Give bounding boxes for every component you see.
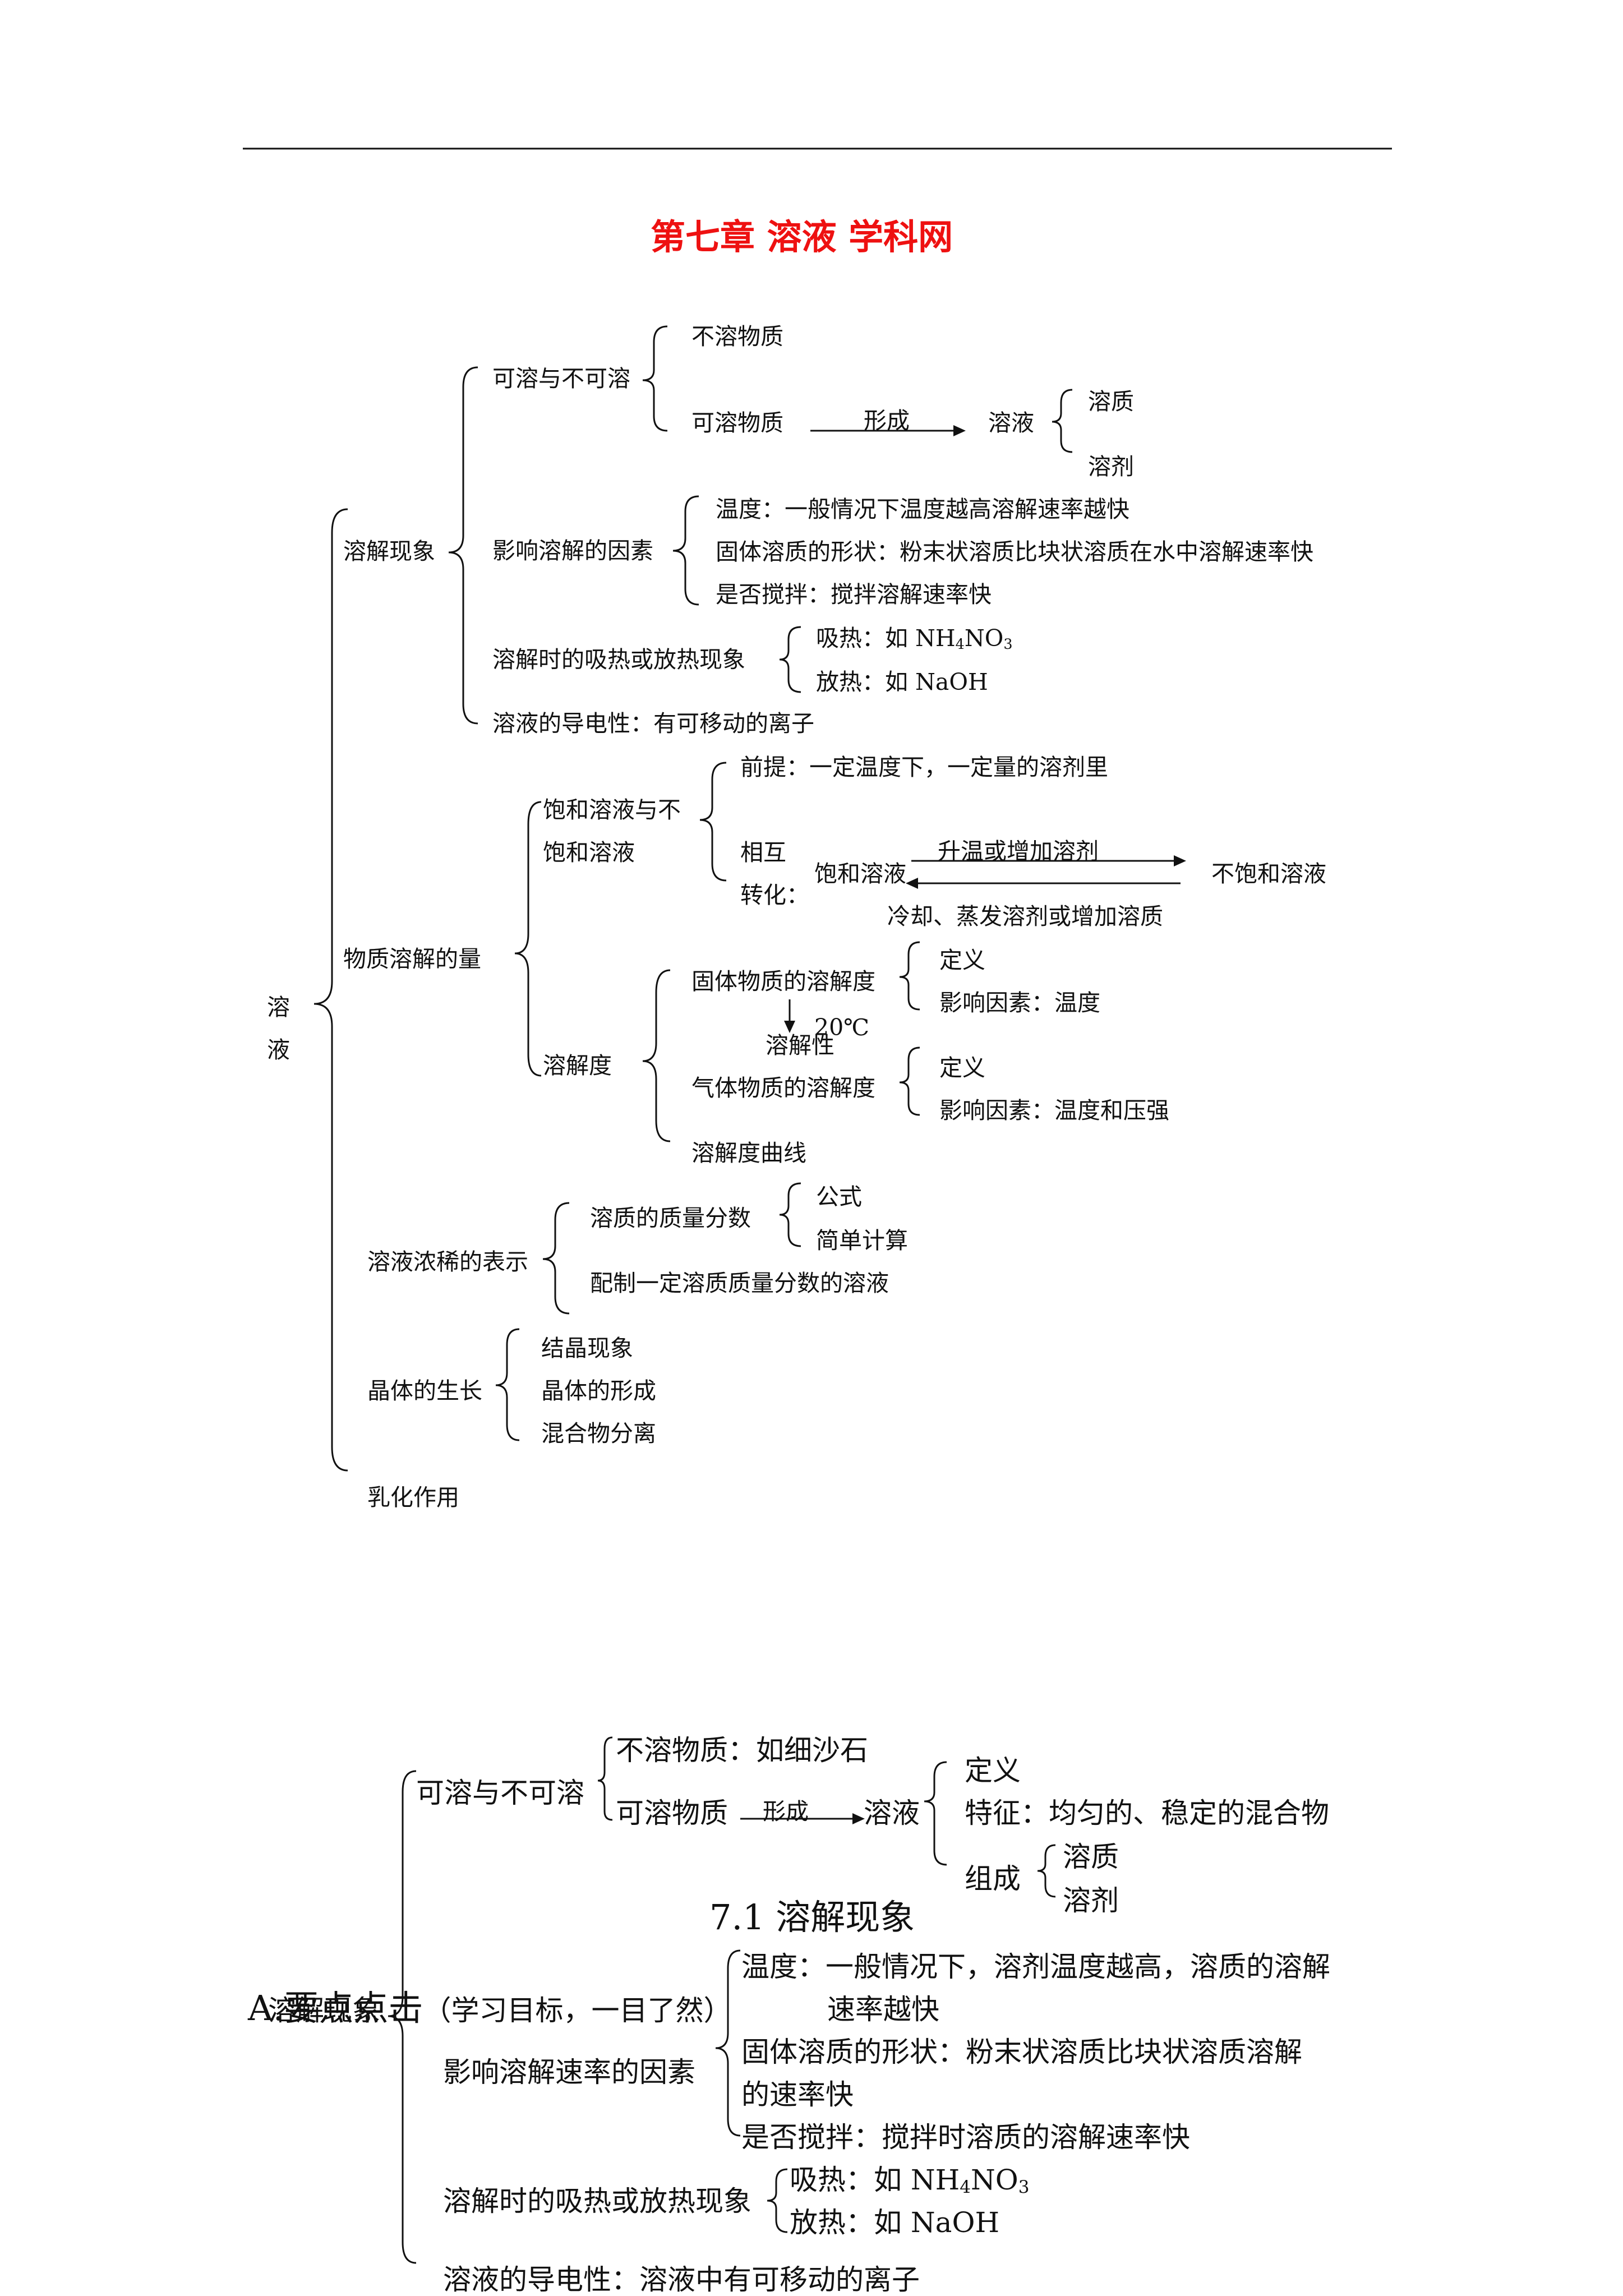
map1-prepare-solution: 配制一定溶质质量分数的溶液 — [590, 1270, 889, 1297]
bracket2-root — [388, 1770, 417, 2264]
map1-crystallization: 结晶现象 — [541, 1335, 633, 1362]
map2-solution-definition: 定义 — [965, 1754, 1021, 1787]
section-heading: 7.1 溶解现象 — [709, 1897, 915, 1938]
map1-solute: 溶质 — [1088, 388, 1134, 415]
bracket-factors — [672, 495, 699, 606]
map1-node-dissolution: 溶解现象 — [343, 538, 435, 565]
map2-node-rate: 影响溶解速率的因素 — [443, 2056, 695, 2088]
map1-solubility-curve: 溶解度曲线 — [691, 1140, 806, 1167]
map1-sat-unsaturated: 不饱和溶液 — [1211, 860, 1326, 887]
map1-node-soluble: 可溶与不可溶 — [492, 365, 630, 392]
map1-saturated-line2: 饱和溶液 — [543, 839, 635, 866]
map2-rate-stir: 是否搅拌：搅拌时溶质的溶解速率快 — [741, 2121, 1190, 2154]
bracket2-soluble — [597, 1736, 613, 1821]
bracket2-solution — [924, 1761, 947, 1866]
map1-heat-release: 放热：如 NaOH — [816, 668, 988, 695]
bracket-heat — [779, 626, 801, 693]
bracket-solid-solubility — [899, 941, 920, 1011]
map1-node-factors: 影响溶解的因素 — [492, 537, 653, 564]
bracket-soluble — [642, 325, 668, 432]
map1-simple-calc: 简单计算 — [816, 1227, 908, 1254]
arrow-up-head — [1174, 855, 1186, 866]
map1-factor-shape: 固体溶质的形状：粉末状溶质比块状溶质在水中溶解速率快 — [716, 538, 1313, 565]
map1-formula: 公式 — [816, 1183, 862, 1210]
bracket-solution — [1052, 389, 1073, 453]
map1-node-crystal: 晶体的生长 — [367, 1377, 482, 1404]
map2-solution-composition: 组成 — [965, 1862, 1021, 1895]
map1-sat-up-label: 升温或增加溶剂 — [938, 838, 1099, 865]
map2-form-label: 形成 — [763, 1798, 809, 1825]
bracket-dissolution — [448, 366, 478, 725]
bracket-amount — [514, 801, 542, 1077]
map1-solubility-property: 溶解性 — [766, 1032, 834, 1059]
arrow-20c-head — [784, 1021, 795, 1033]
bracket2-rate — [715, 1949, 741, 2137]
map1-form-label: 形成 — [864, 407, 910, 434]
map1-mixture-separation: 混合物分离 — [541, 1420, 656, 1447]
map1-mass-fraction: 溶质的质量分数 — [590, 1205, 751, 1232]
map1-sat-mutual-1: 相互 — [740, 839, 786, 866]
map2-solution-feature: 特征：均匀的、稳定的混合物 — [965, 1797, 1329, 1829]
map2-heat-absorb: 吸热：如 NH4NO3 — [790, 2164, 1030, 2198]
map2-solvent: 溶剂 — [1063, 1884, 1119, 1917]
map1-saturated-line1: 饱和溶液与不 — [543, 796, 681, 823]
bracket-root — [313, 508, 348, 1472]
map1-gas-definition: 定义 — [939, 1054, 985, 1081]
map1-solid-factor: 影响因素：温度 — [939, 989, 1100, 1016]
map1-crystal-formation: 晶体的形成 — [541, 1377, 656, 1404]
map1-solid-definition: 定义 — [939, 947, 985, 974]
map1-insoluble-substance: 不溶物质 — [691, 323, 783, 350]
map1-root: 溶 液 — [267, 994, 290, 1063]
map2-rate-shape: 固体溶质的形状：粉末状溶质比块状溶质溶解 — [741, 2036, 1302, 2068]
bracket-saturated — [699, 762, 727, 882]
map1-solvent: 溶剂 — [1088, 453, 1134, 480]
map2-solution: 溶液 — [864, 1797, 920, 1829]
map2-node-heat: 溶解时的吸热或放热现象 — [443, 2185, 751, 2217]
bracket-gas-solubility — [899, 1046, 920, 1116]
map1-soluble-substance: 可溶物质 — [691, 409, 783, 436]
map1-gas-factor: 影响因素：温度和压强 — [939, 1097, 1169, 1124]
map2-solute: 溶质 — [1063, 1841, 1119, 1873]
key-points-heading: A.要点点击（学习目标，一目了然） — [248, 1988, 732, 2028]
map2-soluble-substance: 可溶物质 — [616, 1797, 728, 1829]
arrow-down-head — [906, 878, 918, 889]
map2-rate-temperature-cont: 速率越快 — [827, 1993, 939, 2026]
bracket-crystal — [495, 1328, 520, 1441]
map1-node-heat: 溶解时的吸热或放热现象 — [492, 646, 745, 673]
map1-factor-temperature: 温度：一般情况下温度越高溶解速率越快 — [716, 496, 1129, 523]
map1-solution: 溶液 — [988, 409, 1034, 436]
map1-gas-solubility: 气体物质的溶解度 — [691, 1075, 875, 1101]
map1-node-emulsification: 乳化作用 — [367, 1484, 459, 1511]
map1-sat-down-label: 冷却、蒸发溶剂或增加溶质 — [887, 903, 1163, 930]
map2-node-dissolution: 溶解现象 — [268, 1994, 380, 2027]
arrow2-form-head — [852, 1813, 865, 1824]
bracket-solubility — [642, 969, 671, 1142]
page-title: 第七章 溶液 学科网 — [651, 216, 953, 257]
map1-heat-absorb: 吸热：如 NH4NO3 — [816, 625, 1013, 653]
map2-insoluble: 不溶物质：如细沙石 — [616, 1734, 868, 1767]
map2-rate-temperature: 温度：一般情况下，溶剂温度越高，溶质的溶解 — [741, 1951, 1330, 1983]
map1-node-concentration: 溶液浓稀的表示 — [367, 1248, 528, 1275]
map1-sat-mutual-2: 转化： — [740, 882, 809, 909]
map1-sat-saturated: 饱和溶液 — [814, 860, 906, 887]
bracket-concentration — [542, 1202, 570, 1315]
bracket-mass-fraction — [779, 1182, 801, 1247]
map1-node-solubility: 溶解度 — [543, 1052, 612, 1079]
map2-rate-shape-cont: 的速率快 — [741, 2078, 854, 2111]
map1-sat-premise: 前提：一定温度下，一定量的溶剂里 — [740, 754, 1108, 781]
map1-solid-solubility: 固体物质的溶解度 — [691, 968, 875, 995]
map1-node-conductivity: 溶液的导电性：有可移动的离子 — [492, 710, 814, 737]
bracket2-heat — [767, 2168, 788, 2233]
map1-factor-stir: 是否搅拌：搅拌溶解速率快 — [716, 581, 992, 608]
map1-node-amount: 物质溶解的量 — [343, 946, 481, 972]
map2-node-conductivity: 溶液的导电性：溶液中有可移动的离子 — [443, 2263, 920, 2296]
arrow-form-head — [953, 425, 966, 436]
map2-heat-release: 放热：如 NaOH — [790, 2206, 1000, 2239]
bracket2-composition — [1037, 1844, 1056, 1898]
map2-node-soluble: 可溶与不可溶 — [416, 1777, 584, 1809]
map1-20c-label: 20℃ — [814, 1014, 870, 1041]
